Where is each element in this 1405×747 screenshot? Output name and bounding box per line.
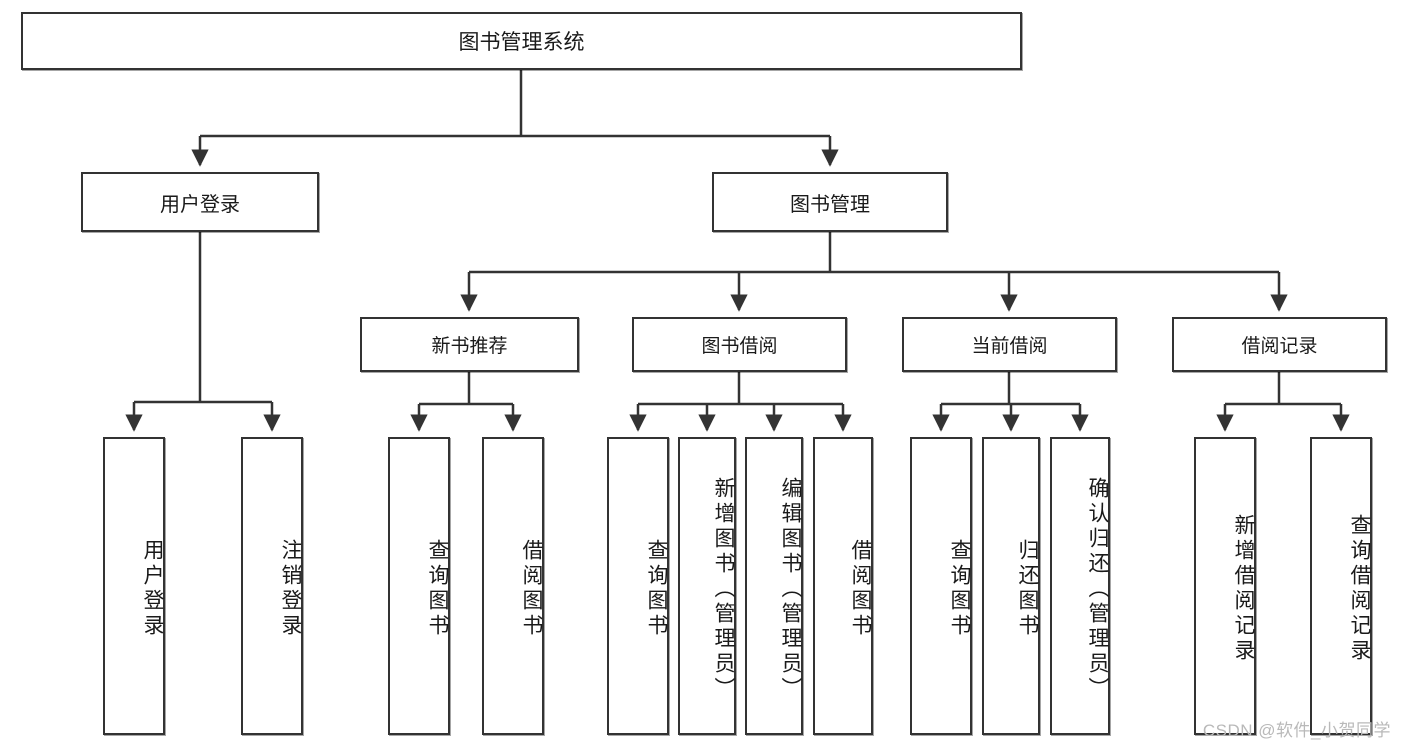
leaf-node[interactable]: 借阅图书 <box>482 437 544 735</box>
leaf-label: 新增图书（管理员） <box>712 476 735 702</box>
watermark-text: CSDN @软件_小贺同学 <box>1202 721 1391 740</box>
node-user-login[interactable]: 用户登录 <box>81 172 319 232</box>
leaf-label: 新增借阅记录 <box>1232 514 1255 664</box>
leaf-node[interactable]: 新增借阅记录 <box>1194 437 1256 735</box>
leaf-label: 查询借阅记录 <box>1348 514 1371 664</box>
node-book-borrow[interactable]: 图书借阅 <box>632 317 847 372</box>
node-borrow-record[interactable]: 借阅记录 <box>1172 317 1387 372</box>
leaf-node[interactable]: 编辑图书（管理员） <box>745 437 803 735</box>
leaf-node[interactable]: 归还图书 <box>982 437 1040 735</box>
leaf-label: 查询图书 <box>948 539 971 639</box>
leaf-label: 用户登录 <box>141 539 164 639</box>
leaf-label: 查询图书 <box>426 539 449 639</box>
leaf-label: 确认归还（管理员） <box>1086 476 1109 702</box>
leaf-label: 借阅图书 <box>849 539 872 639</box>
leaf-node[interactable]: 用户登录 <box>103 437 165 735</box>
leaf-node[interactable]: 新增图书（管理员） <box>678 437 736 735</box>
leaf-node[interactable]: 查询图书 <box>388 437 450 735</box>
leaf-node[interactable]: 查询图书 <box>607 437 669 735</box>
node-book-management[interactable]: 图书管理 <box>712 172 948 232</box>
node-current-borrow[interactable]: 当前借阅 <box>902 317 1117 372</box>
leaf-label: 归还图书 <box>1016 539 1039 639</box>
leaf-node[interactable]: 注销登录 <box>241 437 303 735</box>
leaf-node[interactable]: 确认归还（管理员） <box>1050 437 1110 735</box>
leaf-label: 注销登录 <box>279 539 302 639</box>
node-new-book-recommend[interactable]: 新书推荐 <box>360 317 579 372</box>
node-root-book-management-system[interactable]: 图书管理系统 <box>21 12 1022 70</box>
leaf-label: 查询图书 <box>645 539 668 639</box>
leaf-label: 借阅图书 <box>520 539 543 639</box>
leaf-node[interactable]: 查询图书 <box>910 437 972 735</box>
leaf-label: 编辑图书（管理员） <box>779 476 802 702</box>
leaf-node[interactable]: 查询借阅记录 <box>1310 437 1372 735</box>
leaf-node[interactable]: 借阅图书 <box>813 437 873 735</box>
